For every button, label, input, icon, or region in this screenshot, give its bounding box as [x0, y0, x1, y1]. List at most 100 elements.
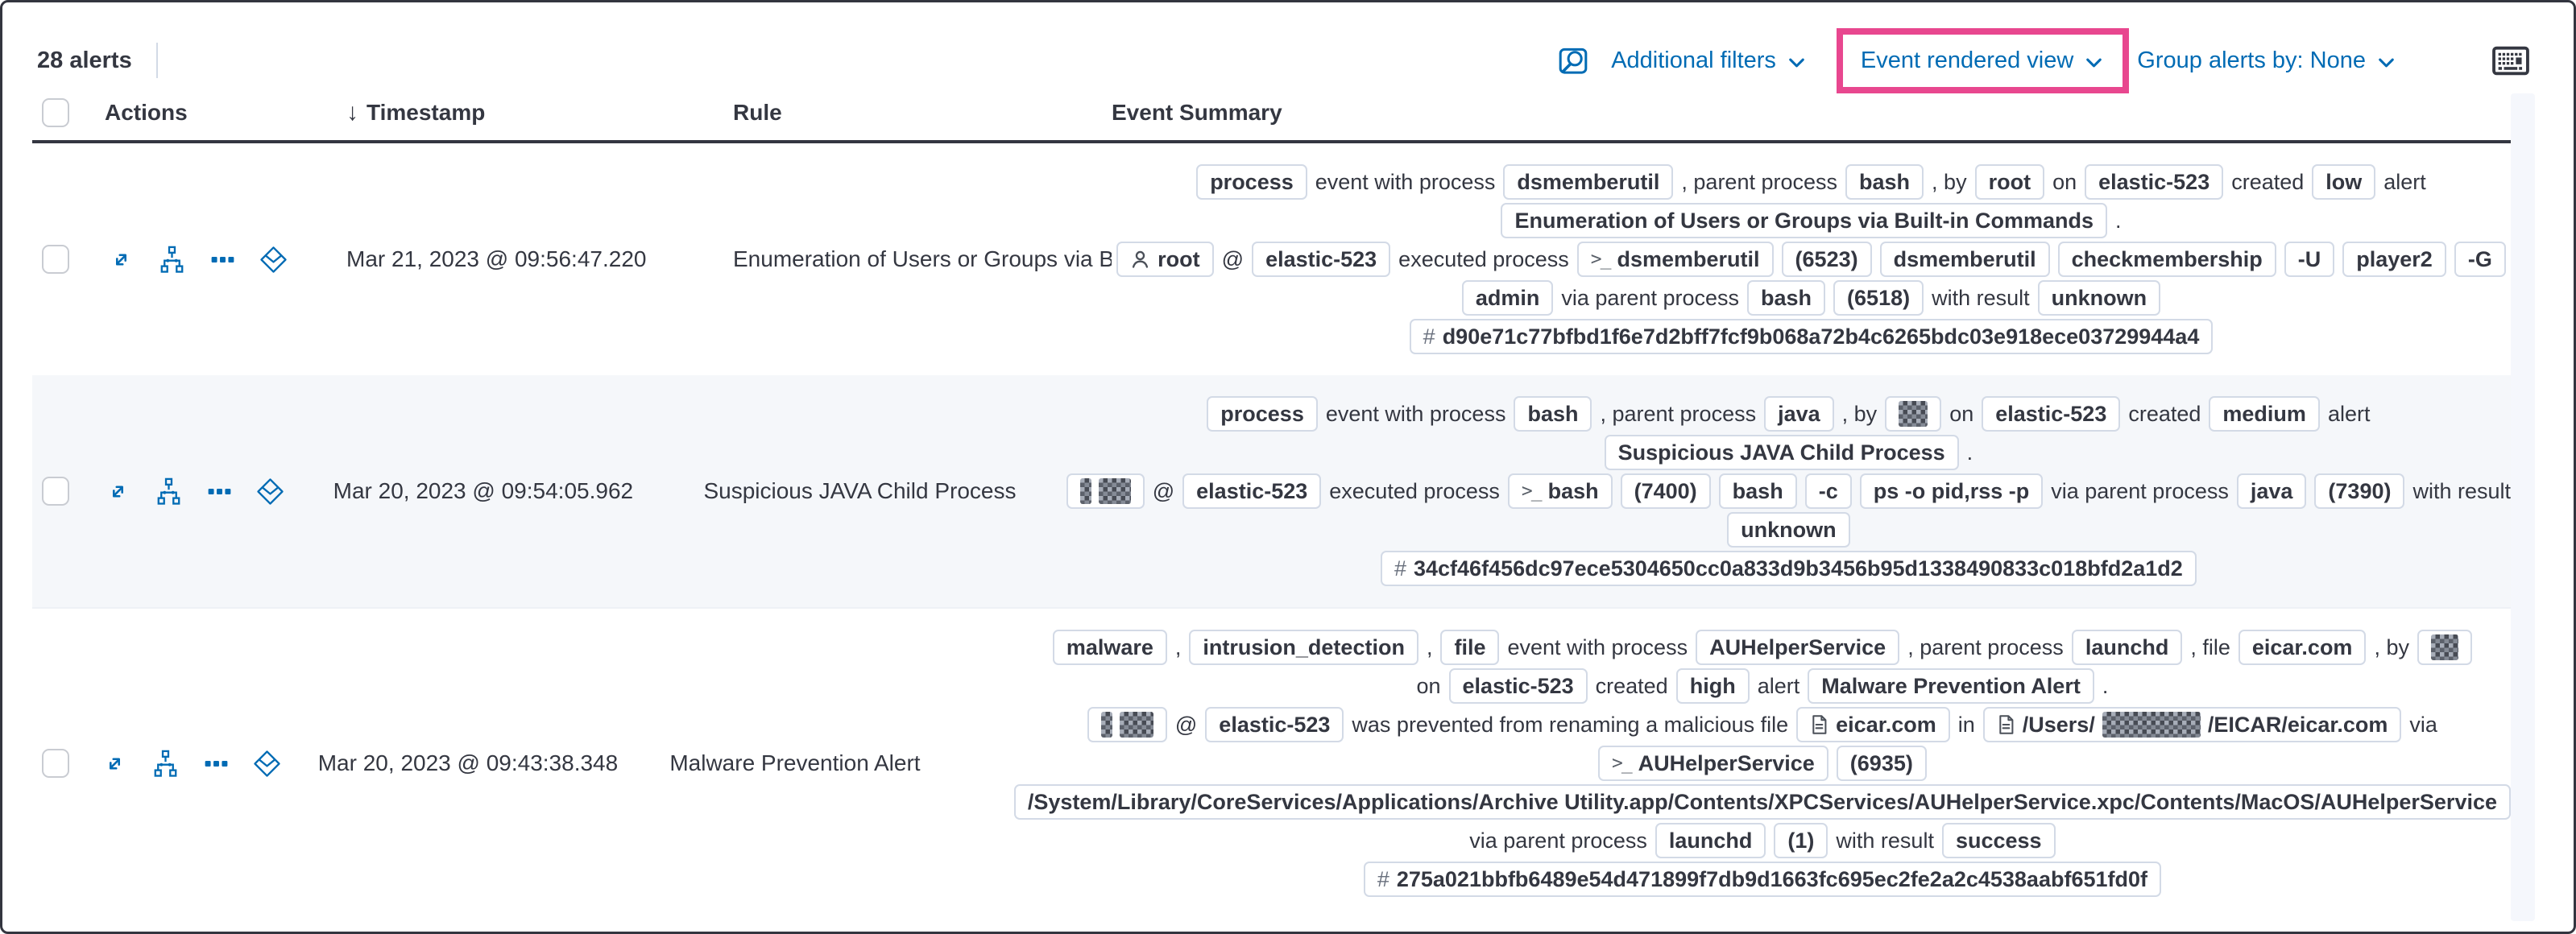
summary-badge[interactable]: -U — [2284, 242, 2335, 277]
summary-badge[interactable]: unknown — [1727, 512, 1850, 548]
summary-badge[interactable]: medium — [2209, 396, 2320, 432]
summary-badge[interactable]: root — [1116, 242, 1214, 277]
summary-badge[interactable]: java — [2236, 473, 2307, 509]
sort-down-icon[interactable]: ↓ — [346, 99, 358, 126]
summary-badge[interactable]: launchd — [1655, 823, 1766, 858]
badge-text: elastic-523 — [1462, 673, 1574, 698]
expand-icon[interactable] — [106, 245, 136, 275]
summary-badge[interactable] — [2417, 630, 2472, 665]
summary-badge[interactable]: success — [1941, 823, 2056, 858]
summary-badge[interactable] — [1885, 396, 1942, 432]
summary-badge[interactable]: (6523) — [1781, 242, 1872, 277]
summary-badge[interactable]: dsmemberutil — [1879, 242, 2050, 277]
summary-badge[interactable]: process — [1196, 164, 1307, 200]
summary-badge[interactable]: (1) — [1774, 823, 1828, 858]
vertical-scrollbar[interactable] — [2511, 93, 2535, 921]
summary-badge[interactable]: #275a021bbfb6489e54d471899f7db9d1663fc69… — [1363, 862, 2161, 897]
summary-badge[interactable]: elastic-523 — [1448, 668, 1588, 704]
summary-badge[interactable]: elastic-523 — [1182, 473, 1322, 509]
summary-badge[interactable]: #d90e71c77bfbd1f6e7d2bff7fcf9b068a72b4c6… — [1409, 319, 2214, 354]
summary-badge[interactable]: elastic-523 — [1205, 707, 1344, 742]
summary-badge[interactable]: java — [1764, 396, 1834, 432]
badge-text: admin — [1475, 285, 1540, 310]
expand-icon[interactable] — [100, 749, 130, 779]
summary-badge[interactable] — [1066, 473, 1145, 509]
analyze-event-icon[interactable] — [157, 245, 187, 275]
row-checkbox[interactable] — [42, 245, 69, 274]
summary-badge[interactable]: process — [1207, 396, 1318, 432]
summary-badge[interactable]: (7400) — [1620, 473, 1711, 509]
summary-badge[interactable]: file — [1440, 630, 1500, 665]
summary-badge[interactable]: low — [2312, 164, 2376, 200]
session-view-icon[interactable] — [255, 477, 285, 506]
badge-text: medium — [2222, 401, 2306, 426]
row-checkbox[interactable] — [42, 477, 69, 506]
expand-icon[interactable] — [103, 477, 133, 506]
summary-badge[interactable]: /System/Library/CoreServices/Application… — [1013, 784, 2511, 820]
redacted-value — [1098, 478, 1131, 504]
summary-badge[interactable]: bash — [1514, 396, 1592, 432]
summary-badge[interactable] — [1087, 707, 1167, 742]
badge-text: elastic-523 — [1219, 712, 1331, 737]
summary-badge[interactable]: high — [1675, 668, 1750, 704]
summary-badge[interactable]: launchd — [2071, 630, 2183, 665]
summary-badge[interactable]: root — [1974, 164, 2045, 200]
summary-badge[interactable]: ps -o pid,rss -p — [1859, 473, 2044, 509]
event-rendered-view-button[interactable]: Event rendered view — [1861, 48, 2105, 74]
rule-cell[interactable]: Enumeration of Users or Groups via Bui — [733, 246, 1112, 271]
summary-badge[interactable]: /Users//EICAR/eicar.com — [1982, 707, 2402, 742]
summary-badge[interactable]: player2 — [2342, 242, 2446, 277]
summary-badge[interactable]: Malware Prevention Alert — [1808, 668, 2094, 704]
summary-badge[interactable]: eicar.com — [1796, 707, 1950, 742]
summary-badge[interactable]: Suspicious JAVA Child Process — [1604, 435, 1959, 470]
summary-text: , parent process — [1681, 169, 1838, 194]
analyze-event-icon[interactable] — [151, 749, 180, 779]
additional-filters-button[interactable]: Additional filters — [1611, 48, 1808, 74]
summary-badge[interactable]: (6518) — [1833, 280, 1924, 316]
inspect-icon[interactable] — [1555, 42, 1592, 79]
summary-badge[interactable]: AUHelperService — [1696, 630, 1900, 665]
summary-badge[interactable]: bash — [1747, 280, 1826, 316]
summary-badge[interactable]: (7390) — [2314, 473, 2405, 509]
summary-text: , parent process — [1907, 634, 2064, 659]
summary-badge[interactable]: dsmemberutil — [1503, 164, 1674, 200]
keyboard-icon[interactable] — [2492, 46, 2529, 76]
summary-badge[interactable]: #34cf46f456dc97ece5304650cc0a833d9b3456b… — [1380, 551, 2197, 586]
summary-badge[interactable]: unknown — [2037, 280, 2161, 316]
group-alerts-by-button[interactable]: Group alerts by: None — [2137, 48, 2397, 74]
summary-badge[interactable]: admin — [1461, 280, 1554, 316]
summary-badge[interactable]: (6935) — [1836, 746, 1927, 781]
summary-badge[interactable]: >_dsmemberutil — [1576, 242, 1774, 277]
summary-badge[interactable]: elastic-523 — [1982, 396, 2121, 432]
more-actions-icon[interactable] — [201, 749, 231, 779]
summary-badge[interactable]: -c — [1804, 473, 1852, 509]
summary-badge[interactable]: -G — [2454, 242, 2506, 277]
more-actions-icon[interactable] — [205, 477, 234, 506]
timestamp-column-header[interactable]: Timestamp — [367, 100, 486, 125]
summary-badge[interactable]: intrusion_detection — [1189, 630, 1418, 665]
summary-badge[interactable]: >_bash — [1507, 473, 1613, 509]
summary-badge[interactable]: bash — [1718, 473, 1797, 509]
rule-cell[interactable]: Malware Prevention Alert — [669, 750, 921, 775]
select-all-checkbox[interactable] — [42, 98, 69, 127]
redacted-value — [2430, 634, 2458, 660]
summary-badge[interactable]: Enumeration of Users or Groups via Built… — [1501, 203, 2108, 238]
more-actions-icon[interactable] — [208, 245, 238, 275]
redacted-value — [2102, 712, 2201, 738]
summary-badge[interactable]: eicar.com — [2238, 630, 2367, 665]
badge-text: eicar.com — [1836, 712, 1936, 737]
badge-text: elastic-523 — [2098, 169, 2210, 194]
badge-text: 34cf46f456dc97ece5304650cc0a833d9b3456b9… — [1414, 556, 2183, 581]
rule-cell[interactable]: Suspicious JAVA Child Process — [703, 478, 1017, 503]
row-checkbox[interactable] — [42, 749, 69, 778]
session-view-icon[interactable] — [259, 245, 288, 275]
summary-badge[interactable]: malware — [1052, 630, 1167, 665]
summary-badge[interactable]: bash — [1845, 164, 1924, 200]
analyze-event-icon[interactable] — [154, 477, 184, 506]
summary-badge[interactable]: elastic-523 — [1252, 242, 1391, 277]
summary-badge[interactable]: checkmembership — [2057, 242, 2276, 277]
summary-badge[interactable]: >_AUHelperService — [1597, 746, 1828, 781]
session-view-icon[interactable] — [252, 749, 282, 779]
summary-badge[interactable]: elastic-523 — [2085, 164, 2224, 200]
